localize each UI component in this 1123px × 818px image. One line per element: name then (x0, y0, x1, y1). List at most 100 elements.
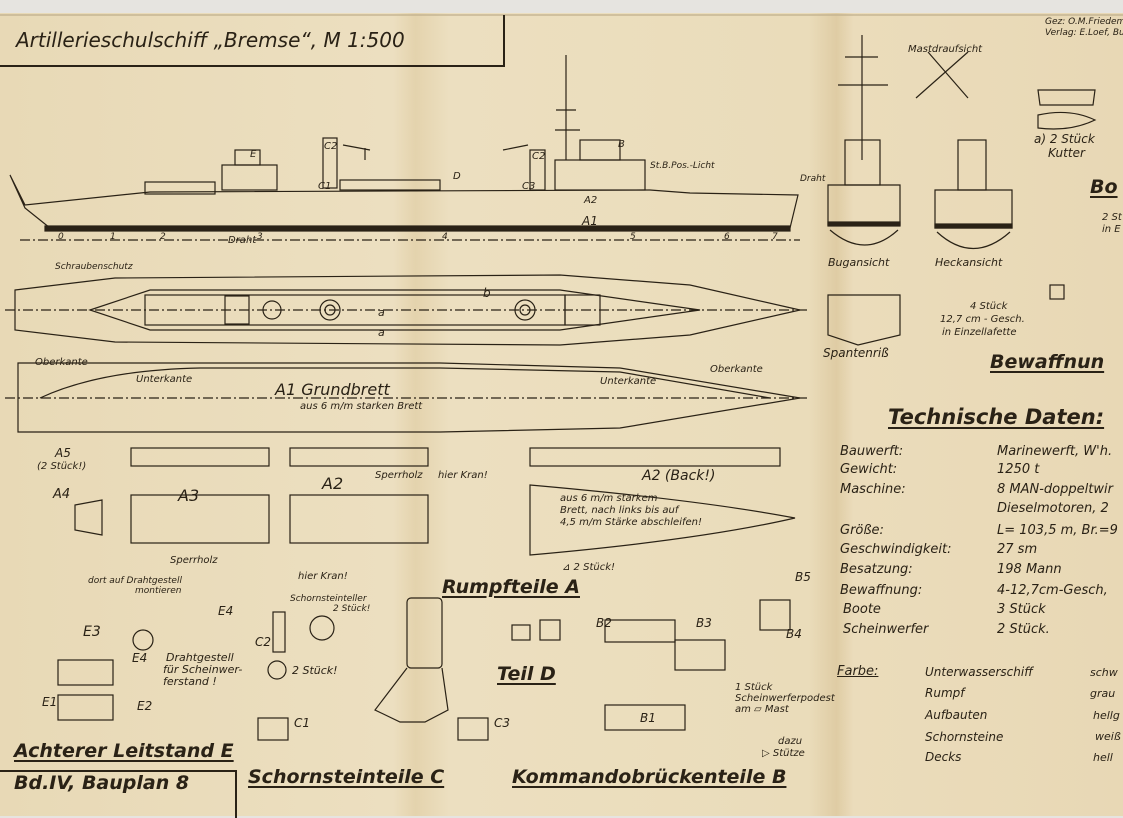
a2-note-1: aus 6 m/m starkem (560, 493, 658, 504)
sperrholz-label: Sperrholz (375, 470, 423, 481)
draht-label: Draht (800, 174, 826, 184)
tech-value: 2 Stück. (997, 622, 1050, 637)
a4-label: A4 (53, 487, 71, 502)
c1-label: C1 (294, 716, 311, 730)
plan-id-box (0, 770, 237, 818)
station-6: 6 (724, 232, 730, 242)
drahtgestell-note-2: montieren (135, 586, 182, 596)
station-7: 7 (772, 232, 778, 242)
blueprint-sheet (0, 13, 1123, 816)
top-label-b: b (483, 286, 491, 300)
e4-label: E4 (132, 651, 148, 665)
station-4: 4 (442, 232, 448, 242)
label-schraubenschutz: Schraubenschutz (55, 262, 133, 272)
tech-label: Bewaffnung: (840, 583, 923, 598)
guns-desc: 12,7 cm - Gesch. (940, 314, 1025, 325)
a5-label: A5 (55, 446, 71, 460)
mast-top-view-label: Mastdraufsicht (908, 44, 983, 55)
grundbrett-outline (5, 362, 810, 433)
rumpfteile-drawings (57, 447, 796, 741)
tech-label: Größe: (840, 523, 884, 538)
guns-count: 4 Stück (970, 301, 1008, 312)
a5-note: (2 Stück!) (37, 461, 87, 472)
tech-label: Gewicht: (840, 462, 898, 477)
tech-value: Marinewerft, W'h. (997, 444, 1113, 459)
tech-label: Besatzung: (840, 562, 913, 577)
top-view-ship (5, 274, 810, 346)
sperrholz-label-2: Sperrholz (170, 555, 218, 566)
e2-label: E2 (137, 699, 153, 713)
station-3: 3 (257, 232, 263, 242)
label-c2b: C2 (532, 151, 546, 162)
drahtgestell-label-3: ferstand ! (163, 675, 217, 688)
schornsteinteile-heading: Schornsteinteile C (248, 766, 445, 788)
label-b: B (618, 139, 625, 150)
drahtgestell-label-1: Drahtgestell (166, 651, 234, 664)
hier-kran-label-2: hier Kran! (298, 571, 348, 582)
leitstand-heading: Achterer Leitstand E (14, 740, 234, 762)
schornsteinteller-label: Schornsteinteller (290, 594, 367, 604)
label-a2: A2 (584, 195, 598, 206)
unterkante-right: Unterkante (600, 376, 657, 387)
label-c3: C3 (522, 181, 536, 192)
kommandobruecke-heading: Kommandobrückenteile B (512, 766, 787, 788)
spantenriss-label: Spantenriß (823, 346, 889, 360)
boote-heading: Bo (1090, 176, 1118, 198)
tech-value: 3 Stück (997, 602, 1046, 617)
drahtgestell-note-1: dort auf Drahtgestell (88, 576, 182, 586)
side-view-ship (9, 55, 800, 241)
e4-label-2: E4 (218, 604, 234, 618)
label-e: E (250, 149, 257, 160)
farbe-heading: Farbe: (837, 664, 879, 679)
a2-label: A2 (322, 474, 344, 493)
a2-back-label: A2 (Back!) (642, 468, 716, 484)
label-c2: C2 (324, 141, 338, 152)
heckansicht-label: Heckansicht (935, 256, 1003, 269)
boote-note-2: in E (1102, 224, 1121, 235)
guns-mount: in Einzellafette (942, 327, 1017, 338)
podest-note-1: 1 Stück (735, 682, 773, 693)
tech-value: 1250 t (997, 462, 1040, 477)
c2-label: C2 (255, 635, 272, 649)
bewaffnung-heading: Bewaffnun (990, 351, 1105, 373)
station-1: 1 (110, 232, 116, 242)
label-c1: C1 (318, 181, 332, 192)
tech-label: Geschwindigkeit: (840, 542, 952, 557)
oberkante-right: Oberkante (710, 364, 763, 375)
color-part: Aufbauten (925, 708, 988, 722)
b4-label: B4 (786, 627, 802, 641)
two-pieces-note: ⊿ 2 Stück! (562, 562, 616, 573)
end-views (827, 35, 1097, 346)
color-value: grau (1090, 687, 1116, 700)
a2-note-2: Brett, nach links bis auf (560, 505, 679, 516)
b2-label: B2 (596, 616, 612, 630)
schornsteinteller-count: 2 Stück! (333, 604, 371, 614)
top-label-a1: a (378, 306, 385, 319)
a2-note-3: 4,5 m/m Stärke abschleifen! (560, 517, 702, 528)
tech-label: Maschine: (840, 482, 906, 497)
technical-heading: Technische Daten: (888, 405, 1105, 429)
tech-label: Scheinwerfer (843, 622, 929, 637)
unterkante-left: Unterkante (136, 374, 193, 385)
drahtgestell-label-2: für Scheinwer- (163, 663, 243, 676)
color-part: Decks (925, 750, 962, 764)
dazu-label: dazu (778, 736, 803, 747)
tech-value: 8 MAN-doppeltwir (997, 482, 1113, 497)
tech-label: Boote (843, 602, 881, 617)
plan-id: Bd.IV, Bauplan 8 (14, 772, 190, 794)
tech-value: L= 103,5 m, Br.=9 (997, 523, 1118, 538)
kutter-count: a) 2 Stück (1034, 132, 1095, 146)
teil-d-heading: Teil D (497, 663, 556, 685)
rumpfteile-heading: Rumpfteile A (442, 576, 580, 598)
tech-value: 4-12,7cm-Gesch, (997, 583, 1108, 598)
label-a1: A1 (582, 214, 598, 228)
grundbrett-label: A1 Grundbrett (275, 380, 390, 399)
tech-value: Dieselmotoren, 2 (997, 501, 1109, 516)
color-part: Schornsteine (925, 730, 1004, 744)
tech-label: Bauwerft: (840, 444, 904, 459)
label-pos-licht: St.B.Pos.-Licht (650, 161, 715, 171)
color-value: schw (1090, 666, 1118, 679)
tech-value: 198 Mann (997, 562, 1062, 577)
podest-note-2: Scheinwerferpodest (735, 693, 835, 704)
